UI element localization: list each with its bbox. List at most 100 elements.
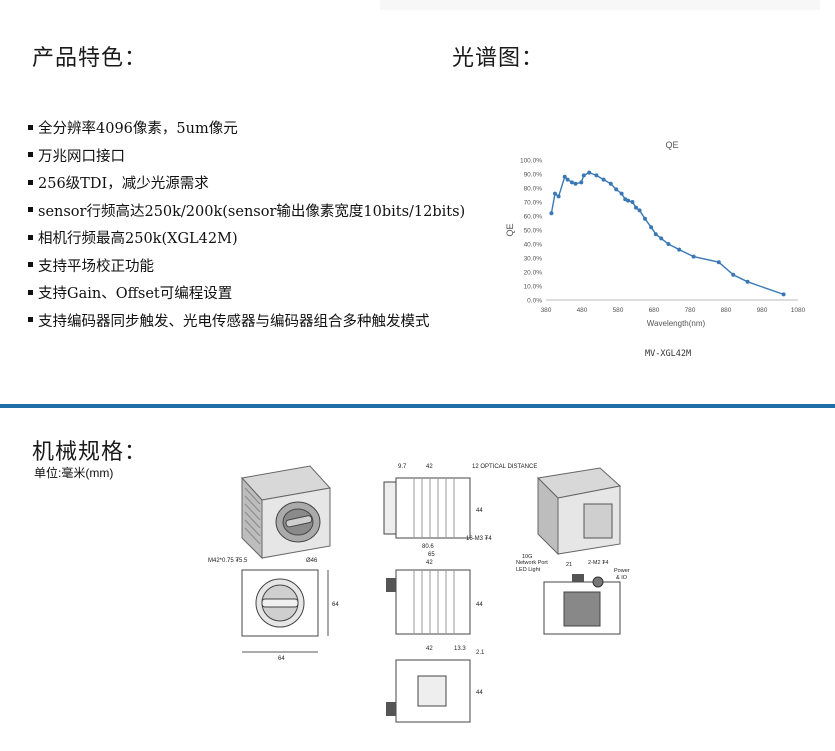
data-point (556, 194, 561, 199)
bottom-dim-d: 44 (476, 690, 483, 696)
data-point (553, 191, 557, 196)
rear-label-led: LED Light (516, 567, 541, 573)
y-tick-label: 100.0% (520, 158, 542, 165)
front-dim-width: 64 (278, 656, 285, 662)
data-point (643, 216, 647, 221)
spectrum-heading: 光谱图： (452, 46, 545, 71)
rear-label-screws: 2-M2 ₮4 (588, 560, 608, 566)
y-tick-label: 10.0% (524, 284, 543, 291)
series-line (550, 171, 784, 296)
data-point (569, 180, 574, 185)
data-point (659, 236, 664, 241)
y-tick-label: 30.0% (524, 256, 543, 263)
front-dim-height: 64 (332, 602, 339, 608)
side-dim-c: 44 (476, 602, 483, 608)
rear-label-dim: 21 (566, 562, 572, 568)
top-dim-d: 44 (476, 508, 483, 514)
x-tick-label: 480 (577, 307, 588, 314)
camera-iso-front-illustration (241, 465, 331, 560)
y-tick-label: 40.0% (524, 242, 543, 249)
feature-item: 万兆网口接口 (28, 144, 465, 172)
data-point (581, 173, 586, 178)
data-point (573, 181, 578, 186)
y-tick-label: 60.0% (524, 214, 543, 221)
data-point (716, 260, 721, 265)
data-point (637, 208, 642, 213)
data-point (549, 211, 554, 216)
model-label: MV-XGL42M (645, 349, 692, 359)
data-point (781, 292, 786, 297)
top-dim-e: 16-M3 ₮4 (466, 536, 492, 542)
side-dim-a: 65 (428, 552, 435, 558)
data-point (731, 272, 736, 277)
data-point (562, 174, 567, 179)
data-point (745, 279, 750, 284)
data-point (653, 232, 658, 237)
camera-front-view: M42*0.75 ₮5.5 Ø46 64 64 (208, 558, 339, 662)
data-point (565, 177, 570, 182)
data-point (626, 198, 631, 203)
camera-top-view: 9.7 42 12 OPTICAL DISTANCE 44 16-M3 ₮4 8… (383, 464, 537, 550)
front-dim-diameter: Ø46 (306, 558, 318, 564)
feature-item: 256级TDI，减少光源需求 (28, 171, 465, 199)
y-tick-label: 80.0% (524, 186, 543, 193)
y-tick-label: 70.0% (524, 200, 543, 207)
front-dim-thread: M42*0.75 ₮5.5 (208, 558, 248, 564)
bottom-dim-b: 13.3 (454, 646, 466, 652)
x-tick-label: 380 (541, 307, 552, 314)
feature-item: 支持平场校正功能 (28, 254, 465, 282)
data-point (649, 225, 654, 230)
x-tick-label: 780 (685, 307, 696, 314)
data-point (634, 205, 638, 210)
qe-chart-svg: QE QE Wavelength(nm) 0.0% 10.0% 20.0% 30.0%… (505, 140, 806, 328)
data-point (594, 173, 599, 178)
y-tick-label: 20.0% (524, 270, 543, 277)
rear-label-network: Network Port (516, 560, 548, 566)
data-point (587, 170, 592, 175)
mechanical-drawing: M42*0.75 ₮5.5 Ø46 64 64 9.7 42 12 OPTICA… (208, 464, 630, 723)
camera-rear-view: 10G Network Port LED Light 2-M2 ₮4 21 Po… (516, 554, 630, 635)
top-bar (380, 0, 820, 10)
data-point (614, 187, 619, 192)
feature-item: 全分辨率4096像素，5um像元 (28, 116, 465, 144)
y-tick-label: 90.0% (524, 172, 543, 179)
y-tick-label: 0.0% (527, 298, 542, 305)
feature-item: sensor行频高达250k/200k(sensor输出像素宽度10bits/1… (28, 199, 465, 227)
top-dim-f: 80.6 (422, 544, 434, 550)
chart-x-label: Wavelength(nm) (647, 319, 706, 328)
section-divider (0, 404, 835, 408)
top-dim-c: 12 OPTICAL DISTANCE (472, 464, 537, 470)
x-tick-label: 680 (649, 307, 660, 314)
data-point (619, 191, 624, 196)
side-dim-b: 42 (426, 560, 433, 566)
rear-label-io: & IO (616, 575, 628, 581)
bottom-dim-a: 42 (426, 646, 433, 652)
camera-bottom-view: 42 13.3 2.1 44 (386, 646, 485, 723)
data-point (579, 180, 584, 185)
top-dim-a: 9.7 (398, 464, 407, 470)
features-heading: 产品特色： (32, 46, 148, 71)
x-tick-label: 1080 (791, 307, 806, 314)
chart-title: QE (665, 140, 678, 150)
data-point (666, 242, 671, 246)
data-point (608, 181, 613, 186)
qe-chart: QE QE Wavelength(nm) 0.0% 10.0% 20.0% 30.0%… (498, 132, 818, 332)
data-point (630, 200, 635, 204)
data-point (601, 177, 606, 182)
data-point (691, 254, 696, 259)
y-tick-label: 50.0% (524, 228, 543, 235)
x-tick-label: 980 (757, 307, 768, 314)
rear-label-power: Power (614, 568, 630, 574)
x-tick-label: 580 (613, 307, 624, 314)
camera-iso-rear-illustration (536, 467, 622, 556)
feature-item: 支持Gain、Offset可编程设置 (28, 281, 465, 309)
data-point (677, 247, 682, 252)
feature-list: 全分辨率4096像素，5um像元 万兆网口接口 256级TDI，减少光源需求 s… (28, 116, 465, 336)
camera-side-view: 65 42 44 (386, 552, 483, 635)
rear-label-10g: 10G (522, 554, 532, 560)
unit-label: 单位:毫米(mm) (34, 466, 114, 480)
feature-item: 相机行频最高250k(XGL42M) (28, 226, 465, 254)
chart-y-label: QE (505, 223, 515, 236)
x-tick-label: 880 (721, 307, 732, 314)
bottom-dim-c: 2.1 (476, 650, 485, 656)
